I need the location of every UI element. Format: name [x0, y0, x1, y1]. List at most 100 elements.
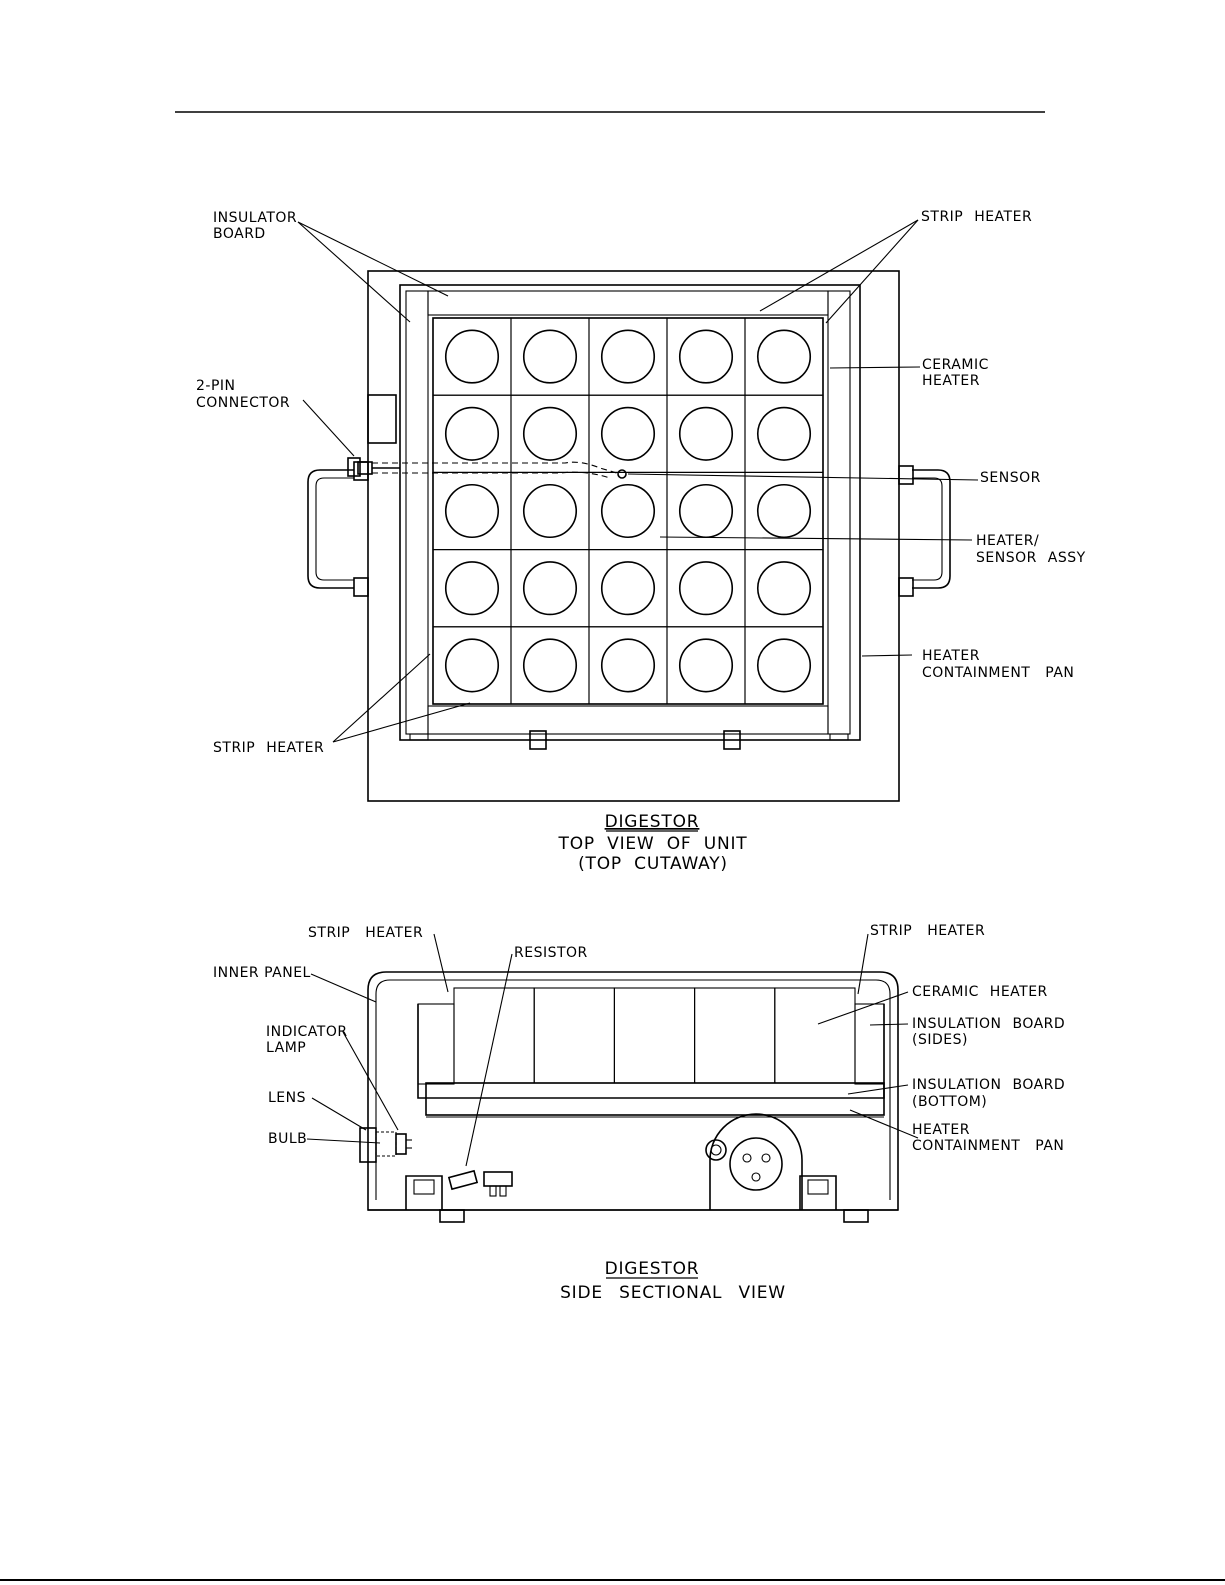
well-hole [756, 406, 812, 461]
foot-bottom-right [723, 730, 741, 750]
side-view-left-insulation-side [417, 1003, 455, 1085]
well-hole [522, 638, 578, 693]
side-view-connector-mount-inner [710, 1144, 722, 1156]
well-hole [600, 638, 656, 693]
well-hole [600, 561, 656, 616]
side-view-terminal-block [483, 1171, 513, 1187]
well-hole [444, 483, 500, 539]
side-view-ceramic-block [533, 987, 615, 1084]
side-view-outer-housing [367, 971, 899, 1211]
well-hole [522, 329, 578, 384]
side-view-right-insulation-side [854, 1003, 885, 1085]
label-sv-containment-pan-2: CONTAINMENT PAN [912, 1138, 1064, 1154]
side-view-foot-right [843, 1209, 869, 1223]
side-view-lamp-bulb [375, 1131, 397, 1157]
top-view-containment-pan [399, 284, 861, 741]
right-handle [912, 469, 951, 589]
well-grid [432, 317, 824, 705]
side-view-foot-left [439, 1209, 465, 1223]
left-handle-mount-top [353, 461, 369, 481]
side-view: STRIP HEATER STRIP HEATER RESISTOR INNER… [213, 923, 1065, 1303]
side-view-connector-housing [709, 1113, 803, 1210]
well-hole [756, 561, 812, 616]
well-hole [522, 406, 578, 461]
label-ceramic-heater-2: HEATER [922, 373, 980, 389]
label-heater-sensor-assy-2: SENSOR ASSY [976, 550, 1086, 566]
caption-side-title: DIGESTOR [605, 1259, 700, 1279]
label-ceramic-heater-1: CERAMIC [922, 357, 989, 373]
well-hole [522, 483, 578, 539]
label-sensor: SENSOR [980, 470, 1041, 486]
label-sv-indicator-lamp-2: LAMP [266, 1040, 306, 1056]
well-hole [678, 483, 734, 539]
sensor-wire-lower [372, 471, 611, 479]
well-hole [678, 406, 734, 461]
side-view-containment-pan [417, 1004, 885, 1099]
caption-top-line2: TOP VIEW OF UNIT [558, 834, 748, 854]
top-view-right-strip-heater [827, 290, 851, 735]
side-view-ceramic-block [774, 987, 856, 1084]
left-handle-mount-bottom [353, 577, 369, 597]
side-view-lamp-socket [395, 1133, 407, 1155]
side-view-connector-pin-1 [742, 1153, 752, 1163]
label-containment-pan-1: HEATER [922, 648, 980, 664]
caption-top-line3: (TOP CUTAWAY) [578, 854, 728, 874]
side-view-ceramic-block [694, 987, 776, 1084]
label-sv-insulation-bottom-2: (BOTTOM) [912, 1094, 987, 1110]
label-sv-bulb: BULB [268, 1131, 307, 1147]
side-view-connector-pin-3 [751, 1172, 761, 1182]
top-view-left-strip-heater [405, 290, 429, 735]
side-view-resistor [447, 1169, 479, 1191]
well-hole [678, 329, 734, 384]
label-sv-lens: LENS [268, 1090, 306, 1106]
label-sv-indicator-lamp-1: INDICATOR [266, 1024, 348, 1040]
side-view-ceramic-blocks [453, 987, 856, 1084]
side-view-bracket-right-inner [807, 1179, 829, 1195]
top-view-outer-housing [367, 270, 900, 802]
label-sv-inner-panel: INNER PANEL [213, 965, 311, 981]
top-view-bottom-strip-heater [427, 705, 829, 735]
label-strip-heater-top: STRIP HEATER [921, 209, 1032, 225]
foot-bottom-right-corner [829, 733, 849, 741]
well-hole [444, 561, 500, 616]
well-hole [756, 638, 812, 693]
label-containment-pan-2: CONTAINMENT PAN [922, 665, 1074, 681]
label-heater-sensor-assy-1: HEATER/ [976, 533, 1039, 549]
right-handle-mount-bottom [898, 577, 914, 597]
well-hole [678, 561, 734, 616]
side-view-ceramic-block [613, 987, 696, 1084]
label-sv-ceramic-heater: CERAMIC HEATER [912, 984, 1048, 1000]
side-view-connector-face [729, 1137, 783, 1191]
well-cell [744, 626, 824, 705]
well-hole [444, 638, 500, 693]
top-view-top-strip-heater [427, 290, 829, 316]
foot-bottom-left [529, 730, 547, 750]
left-handle-inner [315, 477, 354, 581]
sensor-element [617, 469, 627, 479]
well-hole [444, 329, 500, 384]
caption-top-title: DIGESTOR [605, 812, 700, 832]
side-view-terminal-post-2 [499, 1185, 507, 1197]
label-sv-strip-heater-right: STRIP HEATER [870, 923, 985, 939]
side-view-terminal-post-1 [489, 1185, 497, 1197]
label-sv-insulation-bottom-1: INSULATION BOARD [912, 1077, 1065, 1093]
well-hole [522, 561, 578, 616]
well-hole [678, 638, 734, 693]
label-sv-insulation-sides-1: INSULATION BOARD [912, 1016, 1065, 1032]
label-sv-insulation-sides-2: (SIDES) [912, 1032, 968, 1048]
right-handle-inner [912, 477, 943, 581]
well-hole [600, 483, 656, 539]
well-hole [600, 406, 656, 461]
well-hole [444, 406, 500, 461]
caption-side-line2: SIDE SECTIONAL VIEW [560, 1283, 786, 1303]
well-hole [600, 329, 656, 384]
well-hole [756, 483, 812, 539]
top-view-connector-box [367, 394, 397, 444]
label-insulator-board-2: BOARD [213, 226, 266, 242]
top-view-ceramic-heater-block [432, 317, 824, 705]
side-view-bracket-right [799, 1175, 837, 1210]
side-view-connector-pin-2 [761, 1153, 771, 1163]
left-handle [307, 469, 354, 589]
label-two-pin-1: 2-PIN [196, 378, 236, 394]
